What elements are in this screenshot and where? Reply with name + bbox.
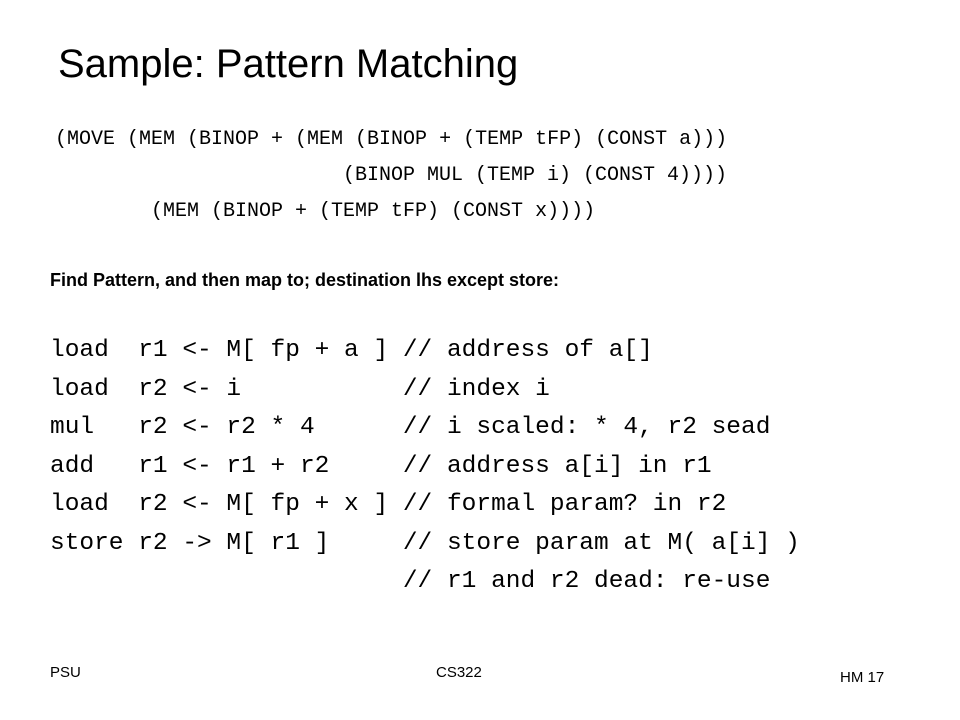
code-line: load r2 <- i // index i (50, 375, 550, 403)
code-line: store r2 -> M[ r1 ] // store param at M(… (50, 529, 800, 557)
footer-course-label: CS322 (436, 664, 482, 681)
assembly-code-block: load r1 <- M[ fp + a ] // address of a[]… (50, 332, 930, 602)
ir-tree-line-2: (BINOP MUL (TEMP i) (CONST 4)))) (343, 164, 728, 187)
code-line: load r2 <- M[ fp + x ] // formal param? … (50, 491, 727, 518)
code-line: load r1 <- M[ fp + a ] // address of a[] (50, 337, 653, 364)
footer-left-label: PSU (50, 664, 81, 681)
slide-title: Sample: Pattern Matching (58, 42, 519, 86)
footer-slide-number: HM 17 (840, 669, 885, 686)
ir-tree-line-3: (MEM (BINOP + (TEMP tFP) (CONST x)))) (151, 200, 596, 223)
code-line: add r1 <- r1 + r2 // address a[i] in r1 (50, 452, 712, 480)
code-line: // r1 and r2 dead: re-use (50, 568, 771, 595)
pattern-instruction: Find Pattern, and then map to; destinati… (50, 270, 560, 290)
code-line: mul r2 <- r2 * 4 // i scaled: * 4, r2 se… (50, 414, 771, 441)
ir-tree-line-1: (MOVE (MEM (BINOP + (MEM (BINOP + (TEMP … (55, 128, 728, 151)
